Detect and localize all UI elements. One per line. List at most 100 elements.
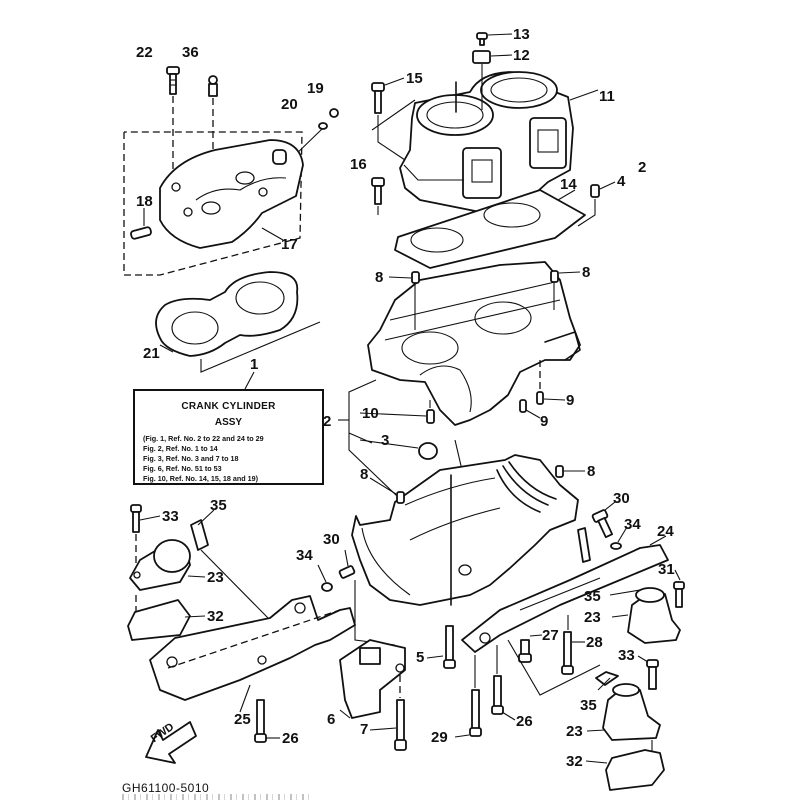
callout-label: 20 [281, 96, 298, 113]
bolt-26-right [491, 645, 516, 721]
dowel-10 [426, 409, 435, 424]
bolt-5 [426, 625, 456, 669]
washer-34 [321, 582, 333, 592]
callout-label: 1 [250, 356, 259, 373]
callout-label: 35 [584, 588, 601, 605]
callout-label: 34 [296, 547, 313, 564]
callout-label: 8 [375, 269, 384, 286]
callout-label: 10 [362, 405, 379, 422]
dowel-8 [411, 271, 420, 284]
callout-label: 31 [658, 561, 675, 578]
dowel-9 [519, 399, 527, 413]
callout-label: 26 [282, 730, 299, 747]
callout-label: 28 [586, 634, 603, 651]
mount-23-right [609, 569, 685, 644]
callout-label: 35 [580, 697, 597, 714]
callout-label: 22 [136, 44, 153, 61]
callout-label: 13 [513, 26, 530, 43]
callout-label: 30 [323, 531, 340, 548]
bolt-29 [454, 655, 482, 738]
plug-36 [208, 75, 218, 200]
callout-label: 8 [582, 264, 591, 281]
washer-34 [610, 542, 622, 550]
callout-label: 25 [234, 711, 251, 728]
illegible-footer-text [122, 794, 312, 800]
callout-label: 15 [406, 70, 423, 87]
bracket-12 [472, 50, 513, 110]
callout-label: 9 [540, 413, 549, 430]
washer-20 [318, 122, 328, 130]
callout-label: 2 [638, 159, 647, 176]
callout-label: 24 [657, 523, 674, 540]
callout-label: 32 [207, 608, 224, 625]
parts-box-line: (Fig. 1, Ref. No. 2 to 22 and 24 to 29 [143, 434, 264, 443]
callout-label: 26 [516, 713, 533, 730]
bolt-30-right [591, 501, 616, 539]
callout-label: 33 [162, 508, 179, 525]
callout-label: 35 [210, 497, 227, 514]
callout-label: 36 [182, 44, 199, 61]
callout-label: 33 [618, 647, 635, 664]
stud-4 [577, 181, 616, 227]
nut-19 [329, 108, 339, 118]
callout-label: 27 [542, 627, 559, 644]
callout-label: 8 [360, 466, 369, 483]
callout-label: 6 [327, 711, 336, 728]
parts-box-list: (Fig. 1, Ref. No. 2 to 22 and 24 to 29 F… [143, 434, 322, 484]
bolt-15 [371, 77, 406, 161]
bolt-7 [369, 675, 407, 751]
base-gasket-14 [394, 189, 586, 269]
callout-label: 30 [613, 490, 630, 507]
bolt-30 [338, 549, 356, 579]
callout-label: 2 [323, 413, 332, 430]
callout-label: 34 [624, 516, 641, 533]
pin-18 [130, 208, 152, 240]
callout-label: 32 [566, 753, 583, 770]
parts-box-title: CRANK CYLINDER [181, 401, 276, 412]
dowel-8 [396, 491, 405, 504]
fwd-arrow-icon [145, 721, 197, 764]
callout-label: 21 [143, 345, 160, 362]
callout-label: 9 [566, 392, 575, 409]
dowel-8 [555, 465, 564, 478]
callout-label: 17 [281, 236, 298, 253]
callout-label: 23 [584, 609, 601, 626]
callout-label: 5 [416, 649, 425, 666]
left-mount-assembly [127, 504, 271, 641]
callout-label: 11 [599, 88, 615, 105]
mount-plate-24 [461, 527, 669, 653]
mount-23-lower [586, 655, 661, 752]
bracket-25 [149, 595, 356, 713]
dowel-9 [536, 391, 544, 405]
callout-label: 29 [431, 729, 448, 746]
bolt-28 [561, 615, 585, 675]
callout-label: 23 [566, 723, 583, 740]
callout-label: 16 [350, 156, 367, 173]
callout-label: 3 [381, 432, 390, 449]
head-gasket-21 [155, 271, 321, 373]
drawing-code: GH61100-5010 [122, 781, 210, 795]
block-6 [339, 639, 406, 719]
callout-label: 4 [617, 173, 626, 190]
leader-1 [244, 371, 255, 390]
callout-label: 19 [307, 80, 324, 97]
bolt-26-left [254, 699, 280, 743]
cover-32 [605, 749, 665, 791]
parts-box-line: Fig. 10, Ref. No. 14, 15, 18 and 19) [143, 474, 259, 483]
lower-crankcase [351, 454, 579, 606]
bolt-27 [518, 634, 543, 663]
dowel-8 [550, 270, 559, 283]
callout-label: 14 [560, 176, 577, 193]
callout-label: 8 [587, 463, 596, 480]
parts-box-line: Fig. 3, Ref. No. 3 and 7 to 18 [143, 454, 239, 463]
callout-label: 23 [207, 569, 224, 586]
callout-label: 7 [360, 721, 369, 738]
parts-box-line: Fig. 2, Ref. No. 1 to 14 [143, 444, 218, 453]
head-cover-17 [159, 139, 304, 249]
callout-label: 18 [136, 193, 153, 210]
upper-crankcase [367, 261, 581, 426]
bolt-13 [476, 32, 513, 46]
bolt-22 [166, 66, 180, 185]
